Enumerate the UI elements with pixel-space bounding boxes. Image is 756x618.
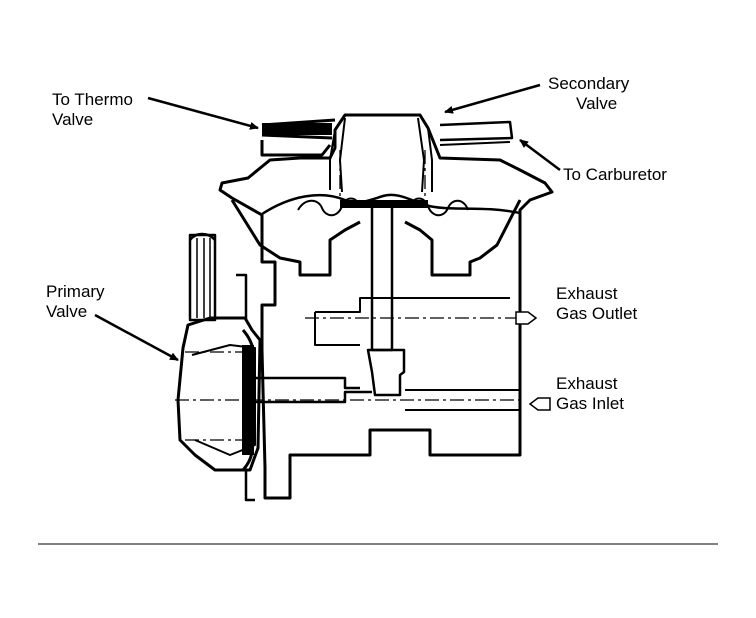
primary-valve-inner xyxy=(191,344,256,456)
exhaust-gas-outlet-label-line1: Exhaust xyxy=(556,284,618,303)
primary-valve-label: Primary Valve xyxy=(46,282,105,322)
carburetor-label-text: To Carburetor xyxy=(563,165,667,184)
outlet-passage xyxy=(314,297,510,346)
valve-stem xyxy=(370,203,394,352)
primary-leader xyxy=(94,313,179,362)
exhaust-gas-outlet-label-line2: Gas Outlet xyxy=(556,304,638,323)
secondary-diaphragm-coil-left xyxy=(297,197,361,217)
primary-hose xyxy=(188,233,217,322)
thermo-leader xyxy=(147,96,259,130)
primary-hose-top xyxy=(189,232,216,241)
primary-flange xyxy=(236,273,255,502)
upper-housing-right-wall xyxy=(404,199,522,277)
thermo-valve-label-line2: Valve xyxy=(52,110,94,129)
primary-valve-label-line2: Valve xyxy=(46,302,88,321)
carburetor-port xyxy=(439,120,514,142)
primary-valve-label-line1: Primary xyxy=(46,282,105,301)
exhaust-gas-inlet-label-line2: Gas Inlet xyxy=(556,394,625,413)
secondary-diaphragm-coil-right xyxy=(409,197,469,217)
thermo-port-tube xyxy=(262,123,332,135)
dome-right-wall xyxy=(417,117,433,193)
stem-tip xyxy=(366,348,406,397)
carburetor-port-lower xyxy=(439,141,511,146)
secondary-leader xyxy=(444,83,541,114)
inlet-passage xyxy=(405,389,520,411)
thermo-valve-label-line1: To Thermo xyxy=(52,90,133,109)
carburetor-leader xyxy=(519,139,561,171)
exhaust-gas-outlet-label: Exhaust Gas Outlet xyxy=(556,284,637,324)
secondary-valve-label-line2: Valve xyxy=(576,94,618,113)
outlet-flow-arrow-icon xyxy=(515,311,538,325)
carburetor-label: To Carburetor xyxy=(563,165,667,185)
exhaust-gas-inlet-label: Exhaust Gas Inlet xyxy=(556,374,624,414)
primary-diaphragm-core xyxy=(242,345,254,455)
secondary-valve-label: Secondary Valve xyxy=(548,74,629,114)
upper-housing-left-wall xyxy=(230,199,361,277)
secondary-valve-label-line1: Secondary xyxy=(548,74,630,93)
primary-hose-ribs xyxy=(196,238,211,318)
valve-body-outline xyxy=(218,113,554,500)
thermo-valve-label: To Thermo Valve xyxy=(52,90,133,130)
exhaust-gas-inlet-label-line1: Exhaust xyxy=(556,374,618,393)
primary-stem xyxy=(255,376,372,404)
inlet-flow-arrow-icon xyxy=(528,397,551,411)
secondary-diaphragm xyxy=(261,193,521,216)
